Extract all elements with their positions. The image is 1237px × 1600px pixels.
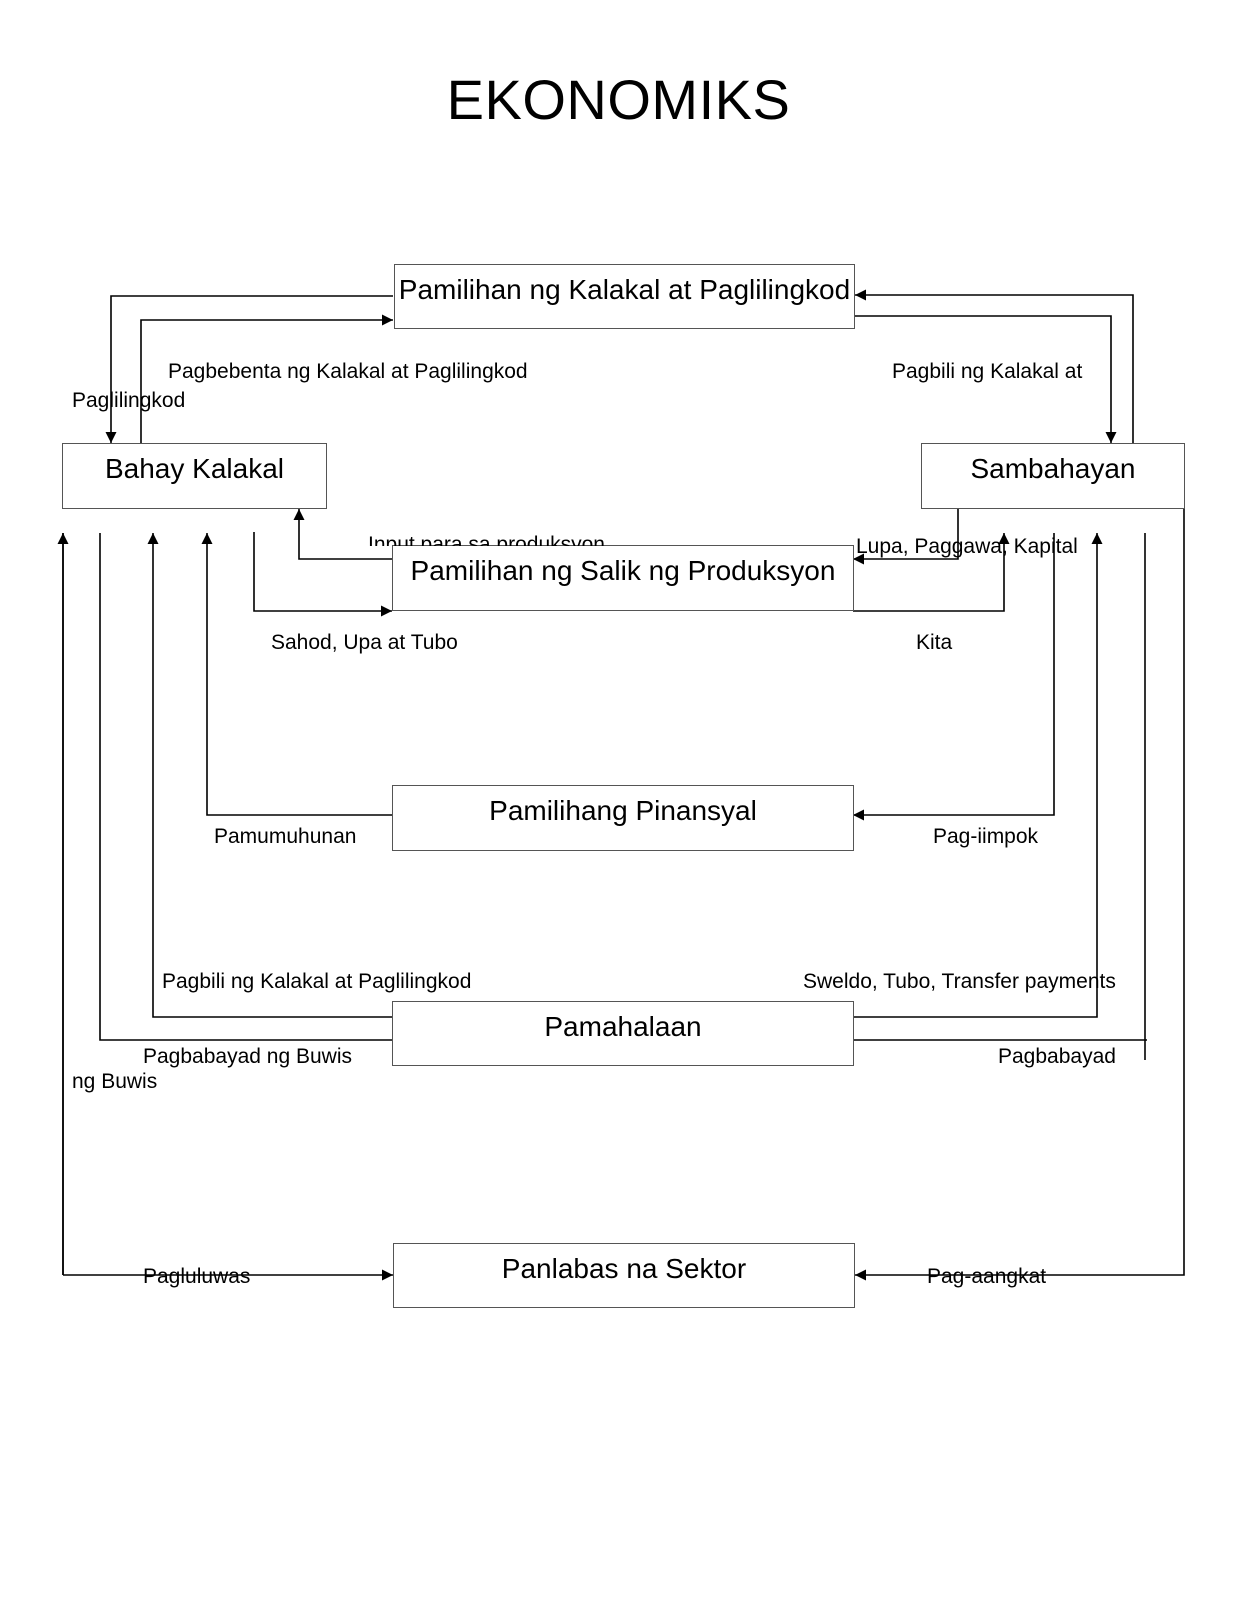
flow-firms-to-goods xyxy=(140,314,393,443)
factor-market-box: Pamilihan ng Salik ng Produksyon xyxy=(392,545,854,611)
gov-purchase-label: Pagbili ng Kalakal at Paglilingkod xyxy=(162,970,472,993)
flow-gov-to-firms xyxy=(147,533,392,1018)
flow-factor-to-households xyxy=(853,533,1010,612)
saving-label: Pag-iimpok xyxy=(933,825,1039,848)
factor-input-text: Input para sa produksyon xyxy=(368,534,605,546)
households-buy-label: Pagbili ng Kalakal at xyxy=(892,360,1083,383)
flow-households-to-finance xyxy=(853,533,1055,821)
government-label: Pamahalaan xyxy=(544,1011,702,1042)
households-box: Sambahayan xyxy=(921,443,1185,509)
goods-market-label: Pamilihan ng Kalakal at Paglilingkod xyxy=(398,274,851,305)
firms-label: Bahay Kalakal xyxy=(104,453,284,484)
factor-payment-label: Sahod, Upa at Tubo xyxy=(271,631,458,654)
factor-supply-label: Lupa, Paggawa, Kapital xyxy=(856,535,1078,558)
financial-market-label: Pamilihang Pinansyal xyxy=(489,795,757,826)
foreign-sector-box: Panlabas na Sektor xyxy=(393,1243,855,1308)
flow-finance-to-firms xyxy=(201,533,392,816)
investment-label: Pamumuhunan xyxy=(214,825,357,848)
flow-goods-to-firms xyxy=(105,295,393,443)
factor-market-label: Pamilihan ng Salik ng Produksyon xyxy=(410,555,836,586)
financial-market-box: Pamilihang Pinansyal xyxy=(392,785,854,851)
households-label: Sambahayan xyxy=(970,453,1136,484)
foreign-sector-label: Panlabas na Sektor xyxy=(501,1253,747,1284)
flow-households-to-goods xyxy=(855,289,1134,443)
exports-label: Pagluluwas xyxy=(143,1265,251,1288)
firms-sell-label: Pagbebenta ng Kalakal at Paglilingkod xyxy=(168,360,528,383)
goods-market-box: Pamilihan ng Kalakal at Paglilingkod xyxy=(394,264,855,329)
flow-firms-to-factor xyxy=(253,532,392,617)
firms-box: Bahay Kalakal xyxy=(62,443,327,509)
firms-tax-overflow-label: ng Buwis xyxy=(72,1070,158,1093)
factor-input-label: Input para sa produksyon xyxy=(368,534,605,546)
firms-goods-overflow-label: Paglilingkod xyxy=(72,389,186,412)
households-tax-label: Pagbabayad xyxy=(998,1045,1116,1068)
flow-imports xyxy=(855,509,1185,1281)
flow-firms-to-gov xyxy=(99,533,392,1041)
flow-households-to-factor xyxy=(853,509,959,565)
flow-gov-to-households xyxy=(853,533,1103,1018)
income-label: Kita xyxy=(916,631,953,654)
firms-tax-label: Pagbabayad ng Buwis xyxy=(143,1045,352,1068)
diagram-title: EKONOMIKS xyxy=(446,68,791,131)
imports-label: Pag-aangkat xyxy=(927,1265,1047,1288)
gov-transfers-label: Sweldo, Tubo, Transfer payments xyxy=(803,970,1116,993)
flow-factor-to-firms xyxy=(293,509,392,560)
government-box: Pamahalaan xyxy=(392,1001,854,1066)
flow-goods-to-households xyxy=(855,315,1117,443)
